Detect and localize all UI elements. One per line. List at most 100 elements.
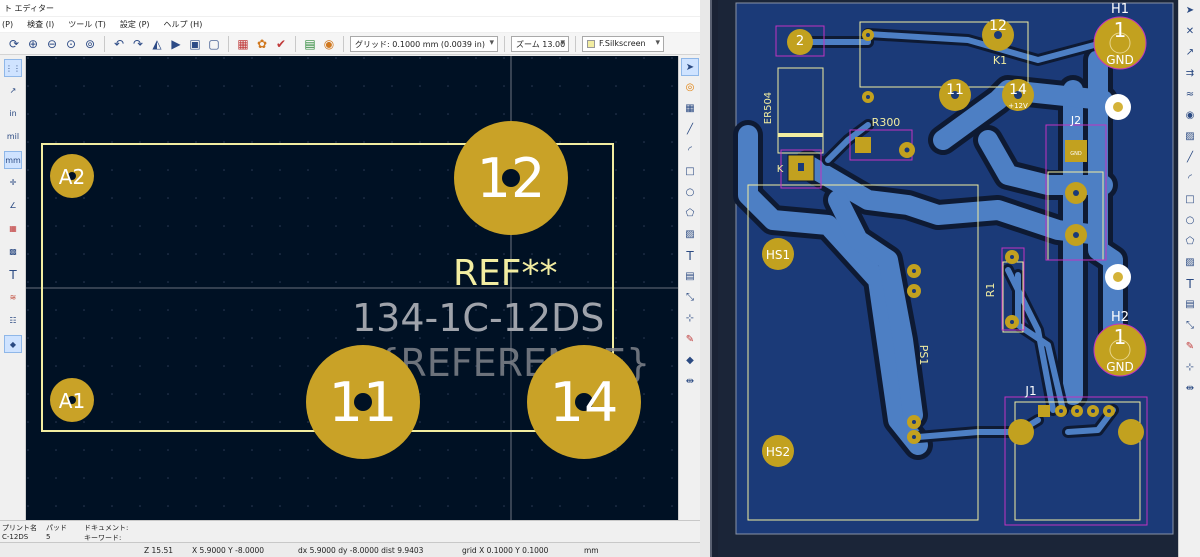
select-tool-icon[interactable]: ➤ bbox=[681, 58, 699, 76]
pad-a1[interactable]: A1 bbox=[50, 378, 94, 422]
footprint-settings-icon[interactable]: ✿ bbox=[256, 36, 268, 51]
menu-item-tools[interactable]: ツール (T) bbox=[68, 20, 106, 29]
add-image-icon[interactable]: ▨ bbox=[685, 229, 695, 240]
delete-tool-icon[interactable]: ✎ bbox=[1185, 341, 1195, 352]
rotate-ccw-icon[interactable]: ↶ bbox=[113, 36, 125, 51]
add-textbox-icon[interactable]: ▤ bbox=[1185, 299, 1195, 310]
curve-sketch-icon[interactable]: ≋ bbox=[9, 293, 17, 302]
h2-net-name: GND bbox=[1106, 360, 1134, 374]
add-dimension-icon[interactable]: ⤡ bbox=[1186, 320, 1194, 331]
units-mil-button[interactable]: mil bbox=[6, 132, 20, 141]
check-icon[interactable]: ✔ bbox=[275, 36, 287, 51]
footprint-canvas[interactable]: 134-1C-12DS ${REFERENCE} 12 11 14 bbox=[26, 56, 678, 520]
add-zone-icon[interactable]: ▨ bbox=[1185, 131, 1195, 142]
ungroup-icon[interactable]: ▢ bbox=[208, 36, 220, 51]
route-track-icon[interactable]: ↗ bbox=[1185, 47, 1195, 58]
units-in-button[interactable]: in bbox=[9, 109, 17, 118]
j2-connector[interactable]: GND bbox=[1065, 140, 1087, 246]
pad-11[interactable]: 11 bbox=[306, 345, 420, 459]
add-pad-icon[interactable]: ◎ bbox=[685, 82, 695, 93]
route-diff-pair-icon[interactable]: ⇉ bbox=[1185, 68, 1195, 79]
info-footprint-value: C-12DS bbox=[2, 533, 29, 541]
draw-polygon-icon[interactable]: ⬠ bbox=[1185, 236, 1195, 247]
group-icon[interactable]: ▣ bbox=[189, 36, 201, 51]
er504-component[interactable]: 2 bbox=[778, 29, 823, 182]
menu-item-help[interactable]: ヘルプ (H) bbox=[163, 20, 203, 29]
grid-select[interactable]: グリッド: 0.1000 mm (0.0039 in) bbox=[350, 35, 498, 52]
status-zoom: Z 15.51 bbox=[144, 546, 173, 555]
draw-arc-icon[interactable]: ◜ bbox=[1188, 173, 1192, 184]
draw-circle-icon[interactable]: ○ bbox=[1185, 215, 1195, 226]
draw-rect-icon[interactable]: □ bbox=[1185, 194, 1195, 205]
measure-tool-icon[interactable]: ⇹ bbox=[1185, 383, 1195, 394]
h1-reference: H1 bbox=[1111, 2, 1129, 17]
grid-toggle-icon[interactable]: ⋮⋮ bbox=[4, 59, 22, 77]
zoom-select[interactable]: ズーム 13.00 bbox=[511, 35, 569, 52]
select-tool-icon[interactable]: ➤ bbox=[1185, 5, 1195, 16]
text-sketch-icon[interactable]: T bbox=[9, 268, 17, 282]
j2-courtyard bbox=[1045, 124, 1107, 261]
pcb-canvas[interactable]: 1 GND H1 1 GND H2 12 bbox=[718, 0, 1178, 557]
anchor-icon[interactable]: ⊹ bbox=[1185, 362, 1195, 373]
draw-rect-icon[interactable]: □ bbox=[685, 166, 695, 177]
ps1-pads[interactable] bbox=[907, 264, 921, 444]
pad-12[interactable]: 12 bbox=[454, 121, 568, 235]
mirror-icon[interactable]: ◭ bbox=[152, 36, 162, 51]
via-sketch-icon[interactable]: ▩ bbox=[9, 247, 17, 256]
add-dimension-icon[interactable]: ⤡ bbox=[686, 292, 694, 303]
hs1-pad[interactable]: HS1 bbox=[762, 238, 794, 270]
pad-table-icon[interactable]: ▦ bbox=[237, 36, 249, 51]
k1-pads[interactable]: 12 11 14 +12V bbox=[862, 18, 1034, 111]
hs2-pad[interactable]: HS2 bbox=[762, 435, 794, 467]
j2-reference: J2 bbox=[1070, 114, 1081, 127]
draw-line-icon[interactable]: ╱ bbox=[686, 124, 694, 135]
menu-item-preferences[interactable]: 設定 (P) bbox=[119, 20, 150, 29]
mounting-hole-h2[interactable]: 1 GND bbox=[1093, 323, 1147, 377]
layer-color-swatch bbox=[587, 39, 595, 48]
add-image-icon[interactable]: ▨ bbox=[1185, 257, 1195, 268]
refresh-icon[interactable]: ⟳ bbox=[8, 36, 20, 51]
add-textbox-icon[interactable]: ▤ bbox=[685, 271, 695, 282]
layers-manager-icon[interactable]: ☷ bbox=[9, 316, 17, 325]
high-contrast-icon[interactable]: ◆ bbox=[4, 335, 22, 353]
pad-array-icon[interactable]: ▦ bbox=[685, 103, 695, 114]
zoom-fit-icon[interactable]: ⊙ bbox=[65, 36, 77, 51]
layer-tool-icon[interactable]: ◆ bbox=[686, 355, 694, 366]
flip-icon[interactable]: ▶ bbox=[171, 36, 181, 51]
reference-text[interactable]: REF** bbox=[453, 253, 557, 294]
menu-item-place[interactable]: (P) bbox=[2, 20, 14, 29]
full-crosshair-icon[interactable]: ✛ bbox=[9, 178, 17, 187]
j1-connector[interactable] bbox=[1008, 405, 1144, 445]
layer-select[interactable]: F.Silkscreen bbox=[582, 35, 664, 52]
r1-component[interactable] bbox=[1005, 250, 1019, 329]
anchor-icon[interactable]: ⊹ bbox=[685, 313, 695, 324]
zoom-in-icon[interactable]: ⊕ bbox=[27, 36, 39, 51]
mounting-hole-h1[interactable]: 1 GND bbox=[1093, 16, 1147, 70]
add-text-icon[interactable]: T bbox=[686, 249, 694, 263]
draw-line-icon[interactable]: ╱ bbox=[1186, 152, 1194, 163]
draw-arc-icon[interactable]: ◜ bbox=[688, 145, 692, 156]
menu-item-inspect[interactable]: 検査 (I) bbox=[27, 20, 55, 29]
measure-icon[interactable]: ∠ bbox=[9, 201, 17, 210]
polar-coords-icon[interactable]: ↗ bbox=[9, 86, 17, 95]
zoom-selection-icon[interactable]: ⊚ bbox=[84, 36, 96, 51]
draw-circle-icon[interactable]: ○ bbox=[685, 187, 695, 198]
load-footprint-icon[interactable]: ▤ bbox=[304, 36, 316, 51]
pad-14[interactable]: 14 bbox=[527, 345, 641, 459]
tune-length-icon[interactable]: ≈ bbox=[1185, 89, 1195, 100]
local-ratsnest-icon[interactable]: ✕ bbox=[1185, 26, 1195, 37]
delete-tool-icon[interactable]: ✎ bbox=[685, 334, 695, 345]
units-mm-button[interactable]: mm bbox=[4, 151, 22, 169]
zoom-out-icon[interactable]: ⊖ bbox=[46, 36, 58, 51]
pad-a2[interactable]: A2 bbox=[50, 154, 94, 198]
k-courtyard bbox=[780, 149, 822, 189]
3d-view-icon[interactable]: ◉ bbox=[323, 36, 335, 51]
add-text-icon[interactable]: T bbox=[1186, 277, 1194, 291]
r300-component[interactable] bbox=[855, 137, 915, 158]
pad-sketch-icon[interactable]: ▦ bbox=[9, 224, 17, 233]
draw-polygon-icon[interactable]: ⬠ bbox=[685, 208, 695, 219]
rotate-cw-icon[interactable]: ↷ bbox=[132, 36, 144, 51]
er504-pad-2: 2 bbox=[796, 34, 804, 49]
measure-tool-icon[interactable]: ⇹ bbox=[685, 376, 695, 387]
add-via-icon[interactable]: ◉ bbox=[1185, 110, 1195, 121]
